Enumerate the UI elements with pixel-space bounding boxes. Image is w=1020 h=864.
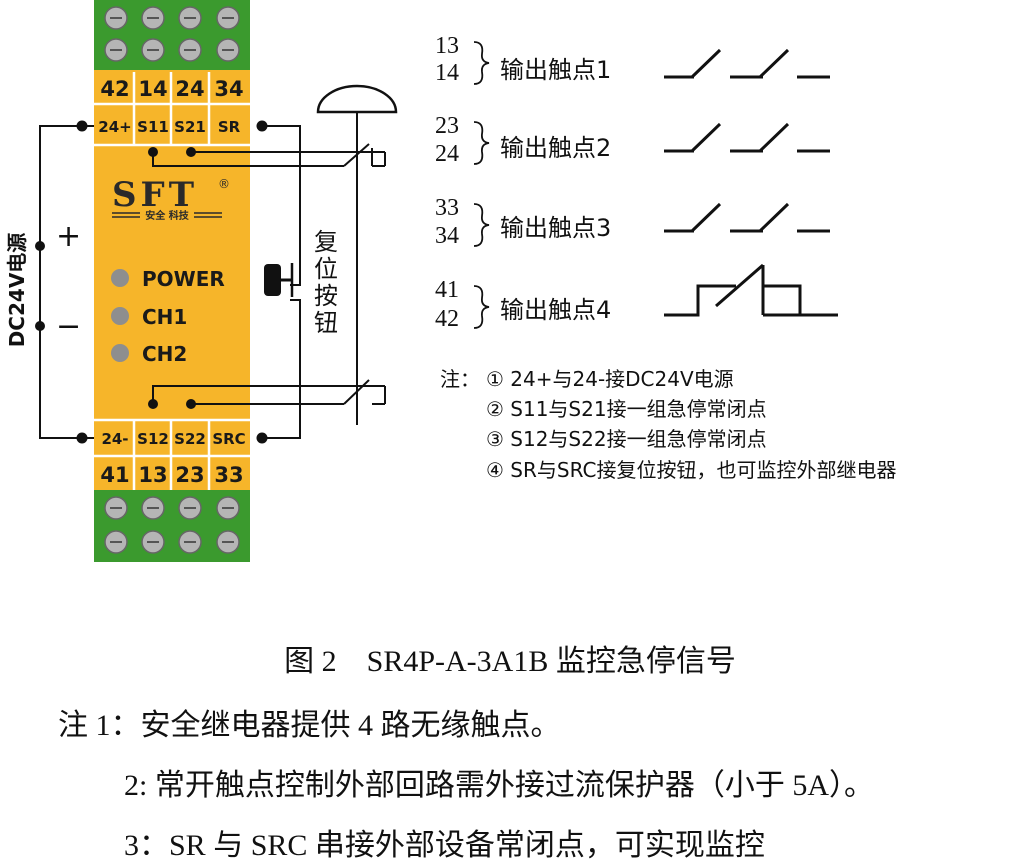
safety-relay-module: 42 14 24 34 24+ S11 S21 SR 24- S12 S22 S…	[94, 0, 250, 562]
terminal-label-sr: SR	[218, 118, 241, 136]
diagram-notes: 注： ① 24+与24-接DC24V电源 ② S11与S21接一组急停常闭点 ③…	[440, 367, 896, 482]
terminal-label-24: 24	[175, 77, 204, 101]
junction-dots	[35, 120, 268, 444]
contact-row-3: 33 34 输出触点3	[435, 195, 830, 249]
terminal-label-14: 14	[138, 77, 167, 101]
terminal-label-23: 23	[175, 463, 204, 487]
terminal-label-24plus: 24+	[98, 118, 131, 136]
svg-text:42: 42	[435, 306, 459, 332]
contact-row-2: 23 24 输出触点2	[435, 113, 830, 167]
svg-text:按: 按	[314, 282, 338, 310]
terminal-label-34: 34	[214, 77, 243, 101]
output-contacts-legend: 13 14 输出触点1 23 24 输出触点2 33 34	[435, 33, 838, 332]
svg-text:33: 33	[435, 195, 459, 221]
terminal-label-42: 42	[100, 77, 129, 101]
svg-text:24: 24	[435, 141, 459, 167]
registered-mark: ®	[218, 177, 230, 191]
led-label-ch1: CH1	[142, 305, 187, 329]
terminal-label-41: 41	[100, 463, 129, 487]
svg-text:输出触点2: 输出触点2	[500, 134, 611, 162]
contact-row-4: 41 42 输出触点4	[435, 263, 838, 332]
footnote-2: 2: 常开触点控制外部回路需外接过流保护器（小于 5A）。	[124, 769, 874, 802]
logo-text: SFT	[112, 175, 198, 215]
svg-text:14: 14	[435, 60, 459, 86]
terminal-label-13: 13	[138, 463, 167, 487]
minus-sign: −	[56, 309, 81, 344]
terminal-label-24minus: 24-	[101, 430, 128, 448]
ch1-led-icon	[111, 307, 129, 325]
terminal-label-s22: S22	[174, 430, 206, 448]
terminal-label-s21: S21	[174, 118, 206, 136]
terminal-label-s11: S11	[137, 118, 169, 136]
svg-text:41: 41	[435, 277, 459, 303]
footnote-1: 注 1：安全继电器提供 4 路无缘触点。	[58, 709, 561, 742]
plus-sign: +	[56, 219, 81, 254]
note-item-1: ① 24+与24-接DC24V电源	[486, 367, 734, 391]
bottom-screw-terminals	[104, 496, 240, 554]
svg-text:位: 位	[314, 255, 338, 283]
status-leds: POWER CH1 CH2	[111, 267, 225, 366]
logo-subtitle: 安全 科技	[145, 209, 189, 222]
note-item-2: ② S11与S21接一组急停常闭点	[486, 397, 767, 421]
terminal-label-s12: S12	[137, 430, 169, 448]
power-supply-label: DC24V电源	[5, 233, 29, 348]
svg-text:23: 23	[435, 113, 459, 139]
svg-text:输出触点3: 输出触点3	[500, 214, 611, 242]
note-item-4: ④ SR与SRC接复位按钮，也可监控外部继电器	[486, 458, 896, 482]
power-led-icon	[111, 269, 129, 287]
svg-text:钮: 钮	[314, 309, 338, 337]
notes-prefix: 注：	[440, 367, 480, 391]
led-label-power: POWER	[142, 267, 225, 291]
svg-text:输出触点1: 输出触点1	[500, 56, 611, 84]
wiring-diagram: 42 14 24 34 24+ S11 S21 SR 24- S12 S22 S…	[5, 0, 896, 562]
reset-button-label: 复 位 按 钮	[314, 228, 338, 337]
reset-button-icon	[264, 263, 294, 297]
figure-caption: 图 2 SR4P-A-3A1B 监控急停信号	[284, 645, 736, 678]
svg-text:复: 复	[314, 228, 338, 256]
svg-text:34: 34	[435, 223, 459, 249]
ch2-led-icon	[111, 344, 129, 362]
terminal-label-src: SRC	[212, 430, 245, 448]
contact-row-1: 13 14 输出触点1	[435, 33, 830, 86]
svg-text:13: 13	[435, 33, 459, 59]
sft-logo: SFT ® 安全 科技	[112, 175, 230, 222]
note-item-3: ③ S12与S22接一组急停常闭点	[486, 427, 767, 451]
emergency-stop-icon	[316, 84, 398, 114]
top-screw-terminals	[104, 6, 240, 62]
led-label-ch2: CH2	[142, 342, 187, 366]
terminal-label-33: 33	[214, 463, 243, 487]
svg-text:输出触点4: 输出触点4	[500, 296, 611, 324]
wiring	[39, 112, 386, 439]
footnote-3: 3：SR 与 SRC 串接外部设备常闭点，可实现监控	[124, 829, 765, 862]
